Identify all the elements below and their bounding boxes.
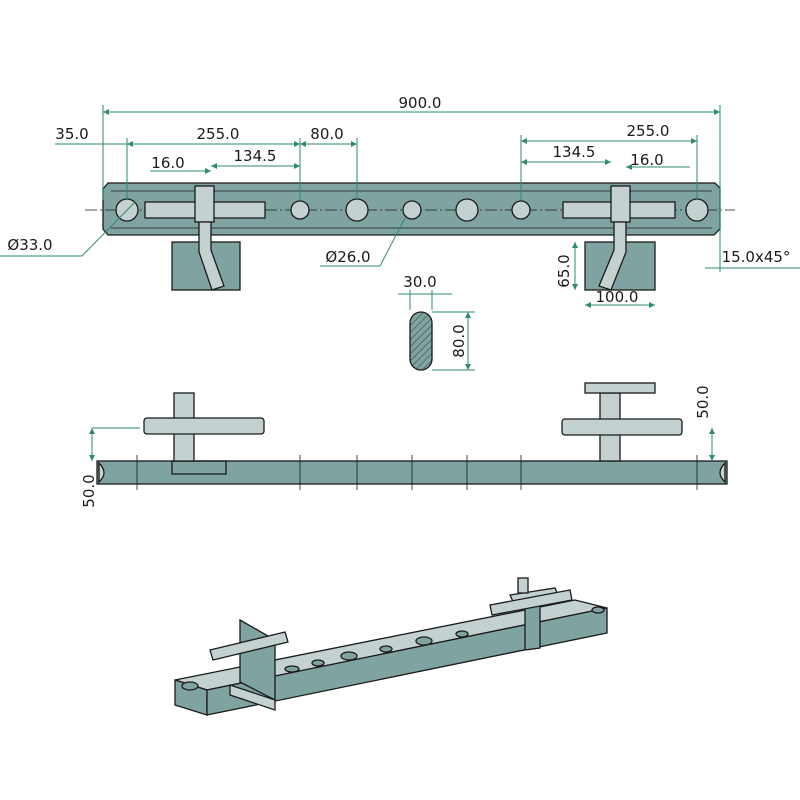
bracket-arm-left [198,221,225,291]
dim-chamfer: 15.0x45° [722,248,791,266]
iso-pin-right [489,589,573,616]
bracket-plate-left [194,185,215,223]
end-hole-right [685,198,709,222]
hole [345,198,369,222]
cross-section [409,311,433,371]
dim-bracket-width: 100.0 [596,288,639,306]
dim-hole-pitch: 80.0 [310,125,343,143]
dim-section-width: 30.0 [403,273,436,291]
hole [290,200,310,220]
bracket-plate-right [610,185,631,223]
side-pin-left [143,417,265,435]
dim-left-inner: 134.5 [234,147,277,165]
dim-right-slot: 16.0 [630,151,663,169]
side-pin-right [561,418,683,436]
dimension-labels: 900.0 35.0 255.0 80.0 255.0 134.5 16.0 1… [7,94,790,508]
dim-end-offset: 35.0 [55,125,88,143]
side-view [89,382,728,490]
top-view [85,182,735,291]
dim-hole-dia: Ø26.0 [325,248,370,266]
iso-pin-left [209,631,289,661]
dim-overall-length: 900.0 [399,94,442,112]
hole [455,198,479,222]
bracket-arm-right [598,221,627,291]
dim-right-inner: 134.5 [553,143,596,161]
dim-left-slot: 16.0 [151,154,184,172]
dim-side-left-height: 50.0 [80,474,98,507]
holes [115,198,709,222]
dim-end-hole-dia: Ø33.0 [7,236,52,254]
isometric-view [174,577,608,716]
hole [511,200,531,220]
dimension-lines [0,105,800,371]
dim-left-span: 255.0 [197,125,240,143]
dim-bracket-height: 65.0 [555,254,573,287]
hole [402,200,422,220]
dim-side-right-height: 50.0 [694,385,712,418]
side-plate-right [584,382,656,394]
dim-section-height: 80.0 [450,324,468,357]
dim-right-span: 255.0 [627,122,670,140]
